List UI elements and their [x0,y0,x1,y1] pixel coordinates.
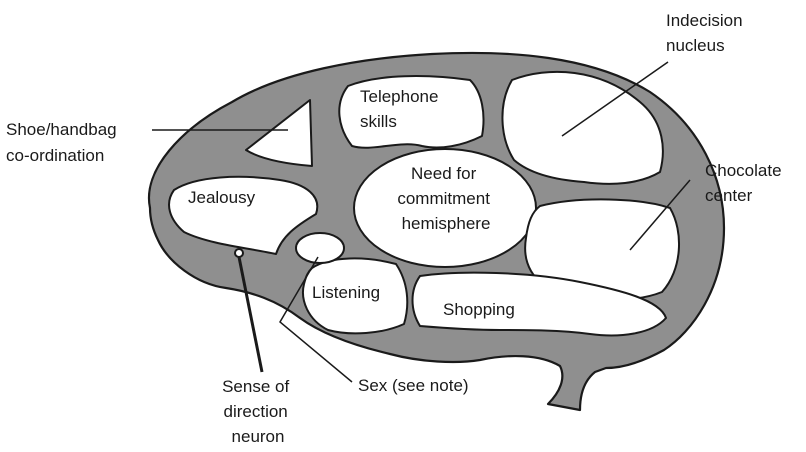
label-sense-of-direction: Sense of direction neuron [222,377,294,446]
region-sex [296,233,344,263]
label-commitment-hemisphere: Need for commitment hemisphere [397,164,494,233]
label-sex: Sex (see note) [358,376,469,395]
label-indecision-nucleus: Indecision nucleus [666,11,747,55]
label-listening: Listening [312,283,380,302]
label-shoe-handbag: Shoe/handbag co-ordination [6,120,121,165]
label-jealousy: Jealousy [188,188,256,207]
neuron-direction [235,249,243,257]
label-shopping: Shopping [443,300,515,319]
